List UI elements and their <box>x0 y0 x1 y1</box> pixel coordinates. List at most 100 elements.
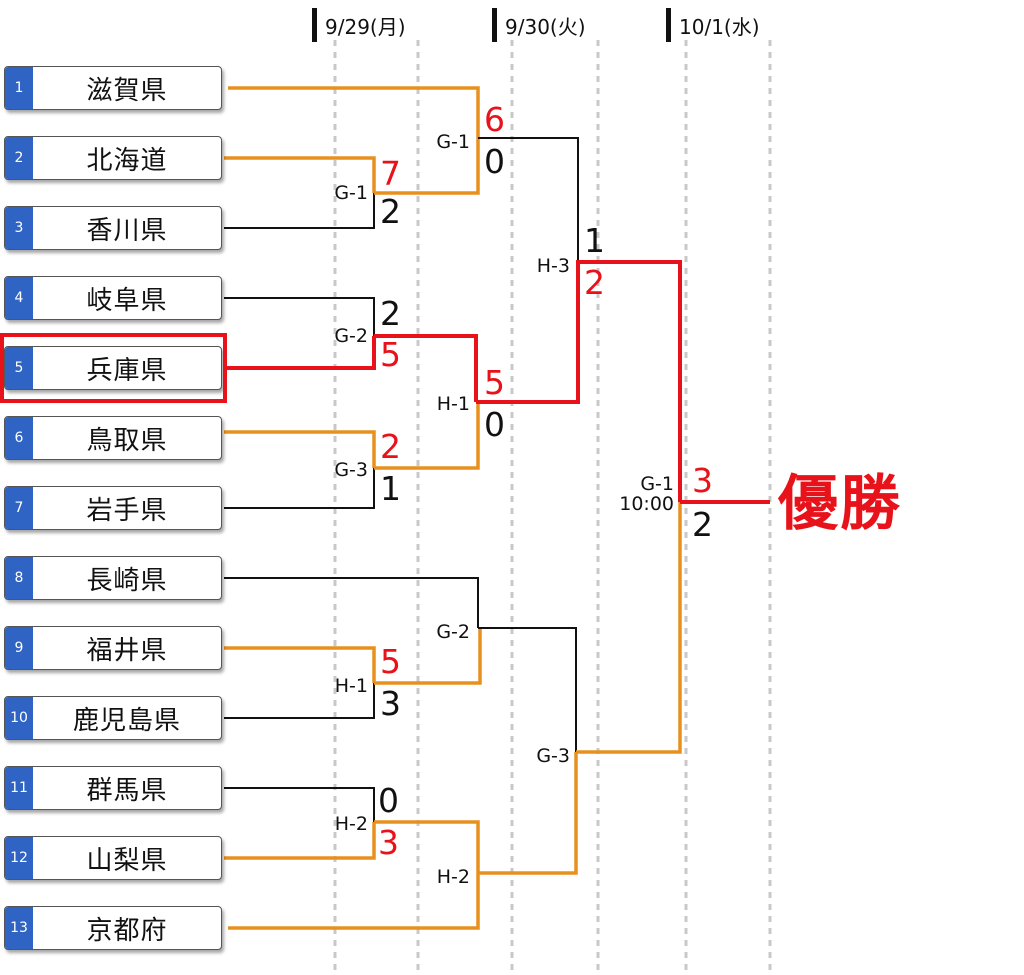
match-label: G-2 <box>334 326 368 346</box>
bracket-connector <box>478 137 579 262</box>
match-label: H-1 <box>335 676 368 696</box>
match-score-bottom: 2 <box>380 192 401 231</box>
bracket-connector <box>374 138 480 195</box>
bracket-connector <box>224 156 376 193</box>
team-seed: 5 <box>5 347 33 389</box>
team-name: 山梨県 <box>86 845 168 876</box>
date-marker <box>492 8 497 42</box>
team-name: 福井県 <box>86 635 168 666</box>
bracket-connector <box>224 787 375 822</box>
bracket-connector <box>224 468 375 509</box>
match-id: H-1 <box>334 675 368 697</box>
team-entry: 1 滋賀県 <box>4 66 222 110</box>
match-score-bottom: 2 <box>584 263 605 302</box>
team-name: 香川県 <box>86 215 168 246</box>
champion-label: 優勝 <box>778 469 902 539</box>
team-seed: 11 <box>5 767 33 809</box>
match-label: G-3 <box>536 746 570 766</box>
match-time: 10:00 <box>619 493 674 515</box>
champion-team-highlight <box>0 333 227 403</box>
match-score-top: 5 <box>380 642 401 681</box>
team-seed: 9 <box>5 627 33 669</box>
team-name: 長崎県 <box>86 565 168 596</box>
match-id: H-2 <box>334 813 368 835</box>
bracket-connector <box>374 628 482 685</box>
team-entry: 11 群馬県 <box>4 766 222 810</box>
match-score-top: 7 <box>380 154 401 193</box>
team-entry: 6 鳥取県 <box>4 416 222 460</box>
match-score-top: 0 <box>378 781 399 820</box>
date-header-2: 9/30(火) <box>492 8 586 42</box>
bracket-connector <box>224 683 375 719</box>
match-id: G-1 <box>436 131 470 153</box>
team-seed: 1 <box>5 67 33 109</box>
match-label: H-3 <box>537 256 570 276</box>
team-name: 鳥取県 <box>86 425 168 456</box>
team-seed: 8 <box>5 557 33 599</box>
team-entry: 3 香川県 <box>4 206 222 250</box>
team-entry: 9 福井県 <box>4 626 222 670</box>
team-name: 鹿児島県 <box>72 705 181 736</box>
match-score-top: 2 <box>380 427 401 466</box>
bracket-connector <box>224 297 375 336</box>
match-label: G-1 <box>334 183 368 203</box>
match-id: G-3 <box>536 745 570 767</box>
match-id: H-1 <box>436 393 470 415</box>
team-seed: 7 <box>5 487 33 529</box>
team-name: 群馬県 <box>86 775 168 806</box>
bracket-connector <box>224 430 376 468</box>
match-score-top: 3 <box>692 461 713 500</box>
team-entry: 10 鹿児島県 <box>4 696 222 740</box>
team-name: 京都府 <box>86 915 168 946</box>
match-id: G-3 <box>334 459 368 481</box>
match-id: G-1 <box>640 473 674 495</box>
bracket-connector <box>224 336 376 370</box>
match-label: G-1 <box>436 132 470 152</box>
team-entry: 8 長崎県 <box>4 556 222 600</box>
team-entry: 2 北海道 <box>4 136 222 180</box>
team-seed: 3 <box>5 207 33 249</box>
match-score-top: 6 <box>484 100 505 139</box>
bracket-connector <box>224 646 376 683</box>
match-label: G-2 <box>436 622 470 642</box>
match-id: H-3 <box>536 255 570 277</box>
bracket-connector <box>224 193 375 229</box>
match-score-top: 1 <box>584 221 605 260</box>
team-entry: 12 山梨県 <box>4 836 222 880</box>
match-label: H-2 <box>335 814 368 834</box>
team-name: 兵庫県 <box>86 355 168 386</box>
team-name: 北海道 <box>86 145 168 176</box>
bracket-connector <box>576 260 682 502</box>
team-name: 岐阜県 <box>86 285 168 316</box>
date-label: 10/1(水) <box>679 14 760 39</box>
date-label: 9/29(月) <box>325 14 406 39</box>
match-score-bottom: 3 <box>380 684 401 723</box>
match-score-bottom: 5 <box>380 335 401 374</box>
match-score-top: 5 <box>484 363 505 402</box>
match-label: H-2 <box>437 867 470 887</box>
team-seed: 2 <box>5 137 33 179</box>
team-name: 岩手県 <box>86 495 168 526</box>
team-seed: 10 <box>5 697 33 739</box>
match-id: G-2 <box>436 621 470 643</box>
team-name: 滋賀県 <box>86 75 168 106</box>
bracket-connector <box>224 577 479 628</box>
match-score-bottom: 3 <box>378 823 399 862</box>
bracket-connector <box>576 502 682 754</box>
date-header-3: 10/1(水) <box>666 8 760 42</box>
team-entry: 5 兵庫県 <box>4 346 222 390</box>
date-marker <box>666 8 671 42</box>
bracket-connector <box>374 820 480 873</box>
team-seed: 6 <box>5 417 33 459</box>
match-id: G-2 <box>334 325 368 347</box>
match-score-bottom: 1 <box>380 469 401 508</box>
bracket-connector <box>228 86 480 138</box>
bracket-connector <box>374 334 478 402</box>
team-seed: 12 <box>5 837 33 879</box>
match-score-bottom: 0 <box>484 142 505 181</box>
